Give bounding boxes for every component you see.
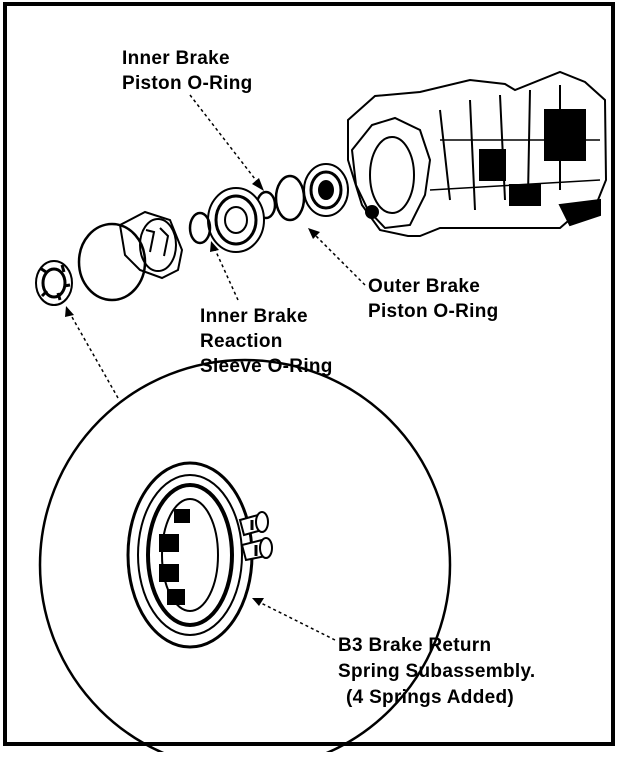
- label-outer-brake-piston-o-ring: Outer Brake Piston O-Ring: [368, 274, 499, 324]
- brake-hub: [118, 210, 184, 280]
- label-line: Inner Brake: [200, 306, 308, 327]
- label-line: Spring Subassembly.: [338, 661, 536, 682]
- outer-piston-part: [303, 163, 349, 217]
- label-line: Inner Brake: [122, 48, 230, 69]
- label-inner-brake-reaction-sleeve-o-ring: Inner Brake Reaction Sleeve O-Ring: [200, 304, 333, 379]
- detail-circle: [38, 358, 452, 757]
- label-line: Reaction: [200, 331, 283, 352]
- b3-spring-subassembly: [126, 461, 273, 649]
- label-inner-brake-piston-o-ring: Inner Brake Piston O-Ring: [122, 46, 253, 96]
- piston-drum: [207, 187, 265, 253]
- outer-o-ring: [274, 174, 306, 222]
- arrowheads: [65, 178, 320, 606]
- snap-ring: [77, 222, 147, 302]
- transmission-case: [347, 70, 608, 237]
- label-line: Piston O-Ring: [368, 301, 499, 322]
- return-spring-small: [35, 260, 73, 306]
- label-b3-brake-return-spring: B3 Brake Return Spring Subassembly. (4 S…: [338, 633, 536, 711]
- reaction-sleeve-o-ring: [188, 211, 212, 245]
- label-line: Piston O-Ring: [122, 73, 253, 94]
- label-line: (4 Springs Added): [346, 687, 515, 708]
- label-line: Sleeve O-Ring: [200, 356, 333, 377]
- frame-border: [3, 2, 615, 746]
- label-line: Outer Brake: [368, 276, 481, 297]
- label-line: B3 Brake Return: [338, 635, 492, 656]
- leader-lines: [67, 94, 366, 641]
